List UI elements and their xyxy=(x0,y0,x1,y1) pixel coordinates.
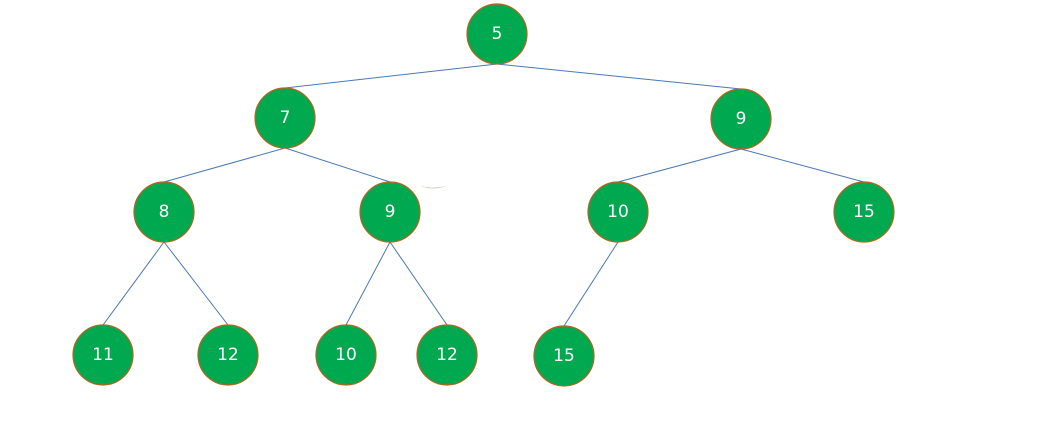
tree-node-circle xyxy=(587,181,649,243)
tree-node: 12 xyxy=(197,324,259,386)
tree-node: 9 xyxy=(710,88,772,150)
tree-edge xyxy=(617,148,742,183)
tree-node-label: 10 xyxy=(335,345,357,365)
tree-node-label: 10 xyxy=(607,202,629,222)
tree-node-circle xyxy=(710,88,772,150)
tree-node-circle xyxy=(133,181,195,243)
tree-node-label: 12 xyxy=(436,345,458,365)
tree-edge xyxy=(563,241,619,327)
tree-node-circle xyxy=(833,181,895,243)
tree-node: 8 xyxy=(133,181,195,243)
tree-edge xyxy=(284,63,498,89)
tree-node-circle xyxy=(533,325,595,387)
tree-edge xyxy=(163,241,229,326)
tree-edge xyxy=(163,147,286,183)
tree-node: 10 xyxy=(315,324,377,386)
tree-node-label: 9 xyxy=(736,109,747,129)
tree-edge xyxy=(284,147,391,183)
tree-node-label: 12 xyxy=(217,345,239,365)
tree-node-circle xyxy=(72,324,134,386)
tree-node-label: 9 xyxy=(385,202,396,222)
tree-node-circle xyxy=(254,87,316,149)
tree-node-circle xyxy=(466,3,528,65)
tree-node-circle xyxy=(315,324,377,386)
tree-nodes: 5 7 9 8 9 10 15 11 12 10 12 15 xyxy=(72,3,895,387)
tree-node: 10 xyxy=(587,181,649,243)
tree-node-label: 11 xyxy=(92,345,114,365)
tree-node: 7 xyxy=(254,87,316,149)
stray-mark xyxy=(420,186,447,189)
tree-node: 15 xyxy=(833,181,895,243)
tree-edges xyxy=(102,63,865,327)
tree-node: 11 xyxy=(72,324,134,386)
tree-edge xyxy=(389,241,448,326)
tree-node-label: 7 xyxy=(280,108,291,128)
tree-node: 15 xyxy=(533,325,595,387)
tree-edge xyxy=(740,148,865,183)
tree-edge xyxy=(345,241,391,326)
tree-node: 9 xyxy=(359,181,421,243)
tree-edge xyxy=(496,63,742,90)
tree-node-circle xyxy=(416,324,478,386)
tree-node-circle xyxy=(359,181,421,243)
tree-node-label: 15 xyxy=(853,202,875,222)
tree-node: 12 xyxy=(416,324,478,386)
tree-edge xyxy=(102,241,165,326)
tree-node-circle xyxy=(197,324,259,386)
tree-node-label: 8 xyxy=(159,202,170,222)
tree-node: 5 xyxy=(466,3,528,65)
tree-node-label: 15 xyxy=(553,346,575,366)
tree-node-label: 5 xyxy=(492,24,503,44)
